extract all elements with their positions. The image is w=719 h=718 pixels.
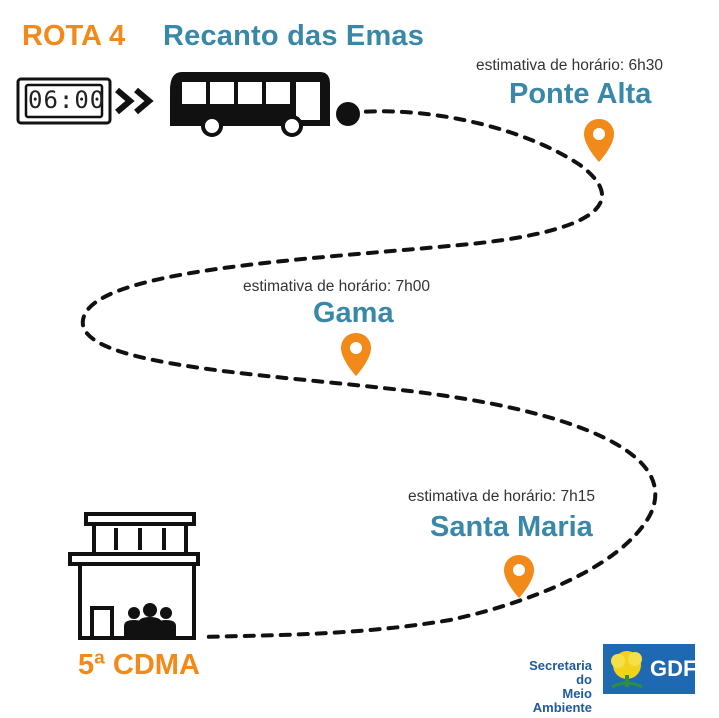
route-start-dot xyxy=(336,102,360,126)
secretaria-line2: Meio Ambiente xyxy=(532,686,592,715)
gdf-logo-text: GDF xyxy=(650,656,697,681)
stop-estimate-gama: estimativa de horário: 7h00 xyxy=(243,278,430,295)
secretaria-logo: Secretaria do Meio Ambiente xyxy=(510,659,592,715)
stop-estimate-santa-maria: estimativa de horário: 7h15 xyxy=(408,488,595,505)
departure-time: 06:00 xyxy=(28,86,106,114)
map-pin-icon xyxy=(341,333,371,376)
stop-estimate-ponte-alta: estimativa de horário: 6h30 xyxy=(476,57,663,74)
people-icon xyxy=(124,603,176,638)
double-arrow-icon xyxy=(115,87,154,115)
clock-icon xyxy=(16,77,112,125)
stop-name-santa-maria: Santa Maria xyxy=(430,511,593,543)
destination-name: 5ª CDMA xyxy=(78,649,200,681)
building-icon xyxy=(68,512,200,640)
origin-name: Recanto das Emas xyxy=(163,20,425,52)
secretaria-line1: Secretaria do xyxy=(529,658,592,687)
stop-name-gama: Gama xyxy=(313,297,394,329)
stop-name-ponte-alta: Ponte Alta xyxy=(509,78,652,110)
map-pin-icon xyxy=(504,555,534,598)
bus-icon xyxy=(170,72,330,137)
route-label: ROTA 4 xyxy=(22,20,126,52)
tree-icon xyxy=(611,651,643,689)
map-pin-icon xyxy=(584,119,614,162)
